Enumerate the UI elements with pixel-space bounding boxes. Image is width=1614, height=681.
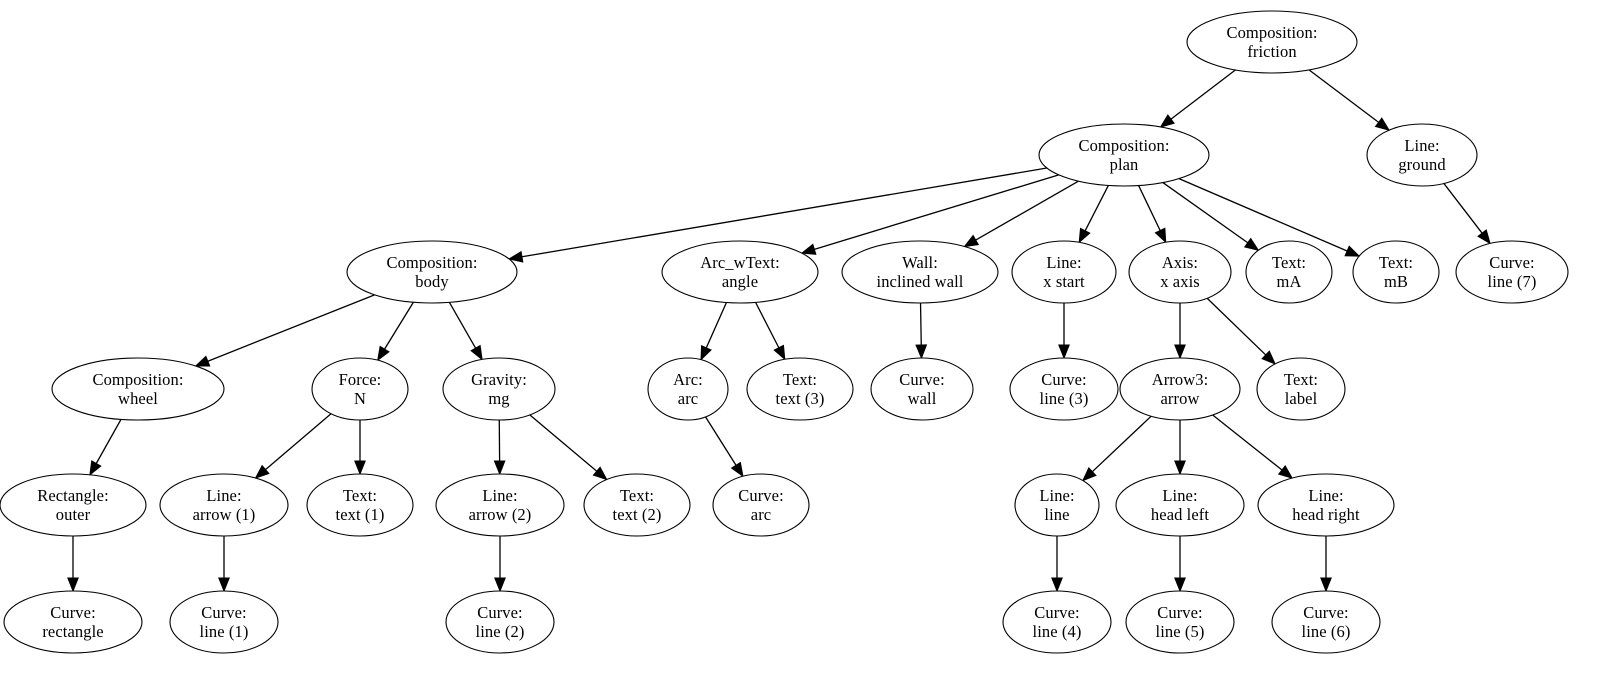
graph-node-line4[interactable] [1002,590,1112,654]
graph-edge-arrowhead [1159,114,1175,128]
graph-node-arc[interactable] [647,357,729,421]
graph-node-text3[interactable] [746,357,854,421]
graph-edge-arrowhead [1261,350,1277,365]
graph-node-line2[interactable] [445,590,555,654]
graph-node-force_N[interactable] [311,357,409,421]
graph-edge [705,302,728,349]
graph-node-label[interactable] [1256,357,1346,421]
graph-node-arrow1[interactable] [159,473,289,537]
graph-node-line_line[interactable] [1014,473,1100,537]
graph-edge-arrowhead [1344,245,1361,257]
graph-node-line6[interactable] [1271,590,1381,654]
graph-edge-arrowhead [1058,344,1070,360]
nodes-layer [0,10,1569,654]
graph-edge-arrowhead [67,577,79,593]
graph-node-arrow2[interactable] [435,473,565,537]
graph-edge [919,302,922,346]
graph-edge-arrowhead [377,345,390,362]
graph-edge-arrowhead [1078,227,1091,244]
graph-node-line1[interactable] [169,590,279,654]
graph-node-arrow3[interactable] [1119,357,1241,421]
graph-edge-arrowhead [1320,577,1332,593]
graph-edge-arrowhead [1477,229,1491,245]
graph-edge [207,294,375,362]
graph-edge [1091,415,1152,473]
graph-edge [975,180,1079,241]
graph-node-line7[interactable] [1455,240,1569,304]
graph-node-line5[interactable] [1125,590,1235,654]
graph-edge-arrowhead [1174,344,1186,360]
graph-node-ground[interactable] [1366,123,1478,187]
graph-node-curve_wall[interactable] [870,357,974,421]
graph-edge-arrowhead [700,344,712,361]
graph-node-text1[interactable] [306,473,414,537]
graph-node-friction[interactable] [1186,10,1358,74]
graph-node-outer[interactable] [0,473,147,537]
graph-edge-arrowhead [592,466,608,481]
graph-node-angle[interactable] [661,240,819,304]
graph-edge [1178,178,1348,252]
graph-node-head_left[interactable] [1115,473,1245,537]
graph-edge [383,301,414,350]
graph-edge-arrowhead [800,243,817,255]
graph-edge [1212,414,1283,471]
graph-edge [1443,183,1483,234]
graph-edge-arrowhead [1174,460,1186,476]
graph-edge-arrowhead [494,577,506,593]
graph-node-curve_arc[interactable] [712,473,810,537]
graph-edge [265,413,332,471]
graph-node-mB[interactable] [1352,240,1440,304]
graph-edge-arrowhead [1243,237,1260,252]
graph-edge-arrowhead [1051,577,1063,593]
graph-edge [1138,185,1161,231]
graph-edge-arrowhead [1374,117,1391,131]
graph-edge [1308,69,1380,123]
graph-edge [1206,297,1267,356]
graph-edge [1170,69,1236,120]
graph-edge-arrowhead [773,344,786,361]
graph-edge [529,414,598,472]
graph-edge-arrowhead [470,344,483,361]
graph-node-x_start[interactable] [1011,240,1117,304]
graph-node-x_axis[interactable] [1128,240,1232,304]
graph-edge-arrowhead [1154,227,1167,244]
graph-edge-arrowhead [507,250,524,263]
graph-node-wheel[interactable] [51,357,225,421]
graph-node-body[interactable] [346,240,518,304]
graph-edge-arrowhead [1174,577,1186,593]
graph-edge-arrowhead [254,464,270,479]
graph-edge-arrowhead [354,460,366,476]
graph-edge-arrowhead [1081,467,1097,482]
graph-edge-arrowhead [730,461,744,478]
graph-edge [704,416,737,466]
graph-node-text2[interactable] [583,473,691,537]
graph-node-gravity_mg[interactable] [442,357,556,421]
edges-layer [67,69,1491,593]
graph-edge-arrowhead [89,460,102,477]
graph-edge-arrowhead [1277,465,1294,479]
graph-edge [1162,182,1249,244]
graph-edge [95,419,122,464]
graph-edge [755,302,780,349]
graph-node-line3[interactable] [1009,357,1119,421]
graph-edge [814,174,1059,250]
graph-edge-arrowhead [493,460,506,476]
graph-edge [521,167,1047,258]
graph-node-curve_rect[interactable] [3,590,143,654]
graph-node-mA[interactable] [1245,240,1333,304]
graph-node-plan[interactable] [1038,123,1210,187]
graph-edge-arrowhead [963,234,980,248]
graph-edge [1084,185,1109,232]
graph-edge-arrowhead [218,577,230,593]
graph-edge [448,302,477,349]
graph-node-head_right[interactable] [1257,473,1395,537]
graph-node-inclined_wall[interactable] [841,240,999,304]
graph-edge-arrowhead [194,355,211,367]
graph-edge-arrowhead [915,344,928,360]
